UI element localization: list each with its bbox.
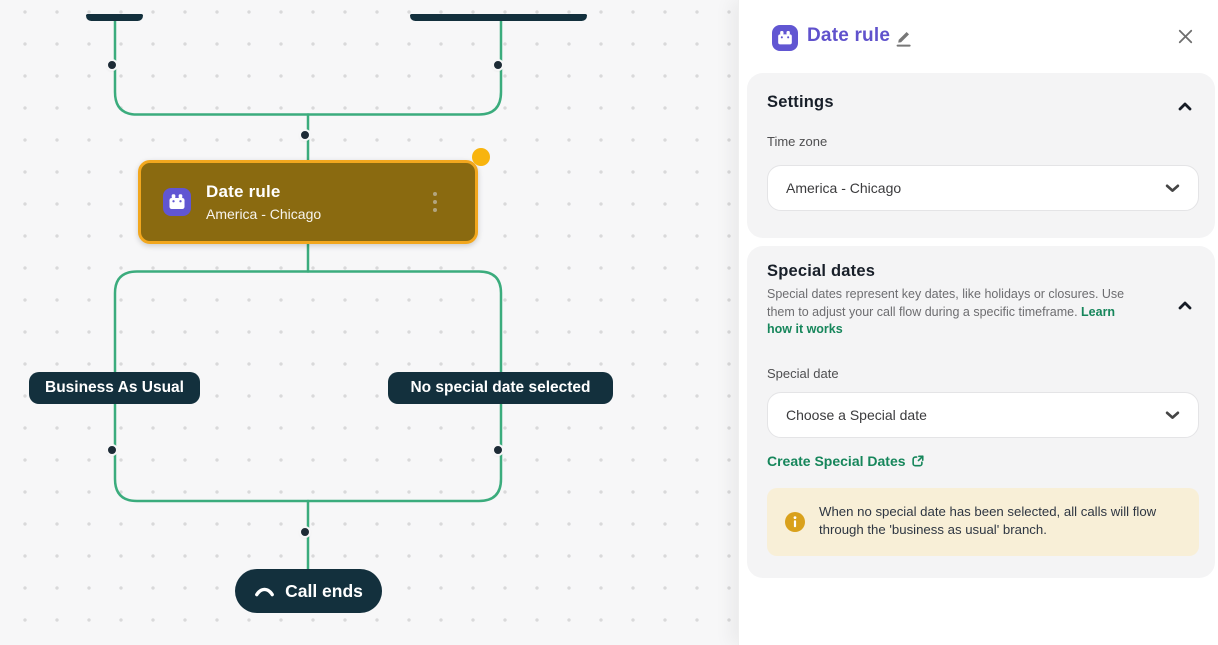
flow-canvas[interactable]: Date rule America - Chicago Business As … [0, 0, 738, 645]
timezone-label: Time zone [767, 134, 828, 149]
call-ends-node[interactable]: Call ends [235, 569, 382, 613]
upstream-node-edge-right[interactable] [410, 14, 587, 21]
node-menu-button[interactable] [429, 188, 441, 216]
branch-label-no-special-date: No special date selected [388, 372, 613, 404]
node-title: Date rule [206, 182, 281, 201]
timezone-value: America - Chicago [786, 180, 902, 196]
info-icon [785, 512, 805, 537]
special-date-value: Choose a Special date [786, 407, 927, 423]
calendar-icon [163, 188, 191, 216]
special-date-select[interactable]: Choose a Special date [767, 392, 1199, 438]
chevron-down-icon [1165, 183, 1180, 193]
connector-port[interactable] [107, 60, 116, 69]
branch-label-business-as-usual: Business As Usual [29, 372, 200, 404]
chevron-down-icon [1165, 410, 1180, 420]
connector-lines [113, 19, 503, 571]
upstream-node-edge-left[interactable] [86, 14, 143, 21]
create-special-dates-link[interactable]: Create Special Dates [767, 453, 925, 469]
close-panel-button[interactable] [1173, 24, 1198, 54]
connector-port[interactable] [493, 445, 502, 454]
info-banner: When no special date has been selected, … [767, 488, 1199, 556]
node-settings-panel: Date rule Settings Time zone America - C… [738, 0, 1218, 645]
info-banner-text: When no special date has been selected, … [819, 504, 1157, 537]
connector-port[interactable] [493, 60, 502, 69]
settings-section: Settings Time zone America - Chicago [747, 73, 1215, 238]
node-subtitle: America - Chicago [206, 206, 322, 222]
panel-header: Date rule [739, 0, 1218, 64]
connector-port[interactable] [300, 130, 309, 139]
chevron-up-icon [1178, 301, 1192, 310]
connector-port[interactable] [107, 445, 116, 454]
special-dates-description: Special dates represent key dates, like … [767, 287, 1125, 337]
special-dates-section-title: Special dates [767, 262, 876, 280]
chevron-up-icon [1178, 102, 1192, 111]
connector-port[interactable] [300, 527, 309, 536]
learn-how-it-works-link[interactable]: Learn how it works [767, 304, 1116, 337]
panel-title: Date rule [807, 25, 891, 46]
calendar-icon [772, 25, 798, 51]
date-rule-node[interactable]: Date rule America - Chicago [138, 160, 478, 244]
collapse-special-dates-button[interactable] [1175, 294, 1195, 318]
timezone-select[interactable]: America - Chicago [767, 165, 1199, 211]
special-dates-section: Special dates Special dates represent ke… [747, 246, 1215, 578]
call-ends-label: Call ends [285, 580, 363, 601]
edit-name-button[interactable] [891, 26, 916, 56]
collapse-settings-button[interactable] [1175, 95, 1195, 119]
hangup-phone-icon [255, 587, 274, 596]
special-date-label: Special date [767, 366, 839, 381]
external-link-icon [911, 455, 924, 467]
settings-section-title: Settings [767, 93, 834, 111]
node-selected-indicator[interactable] [472, 148, 490, 166]
